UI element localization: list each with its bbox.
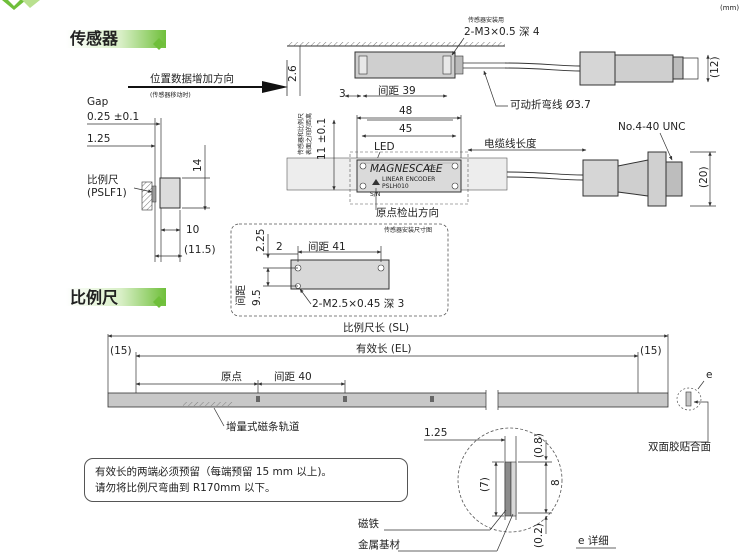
e-marker-label: e — [706, 369, 712, 381]
detail-dim-0-8: (0.8) — [533, 433, 545, 458]
mount-dim-2-25: 2.25 — [255, 229, 267, 252]
unit-label: (mm) — [720, 4, 739, 12]
detail-dim-1-25: 1.25 — [424, 427, 447, 439]
section-diamond-icon — [153, 296, 165, 308]
side-dim-10: 10 — [186, 224, 199, 236]
connector-screw-label: No.4-40 UNC — [618, 121, 685, 133]
mount-sensor-body — [290, 259, 390, 290]
direction-label: 位置数据增加方向 — [150, 72, 234, 85]
sensor-section-bar — [66, 30, 166, 48]
e-detail-marker — [676, 387, 702, 411]
detail-title: e 详细 — [578, 534, 609, 547]
scale-side-label: 比例尺 — [87, 173, 119, 186]
mount-dim-9-5: 9.5 — [251, 289, 263, 306]
margin-right-label: (15) — [640, 345, 662, 357]
detail-base — [510, 461, 517, 517]
connector-front — [647, 151, 667, 207]
dim-45: 45 — [399, 123, 412, 135]
cable-plug-front — [582, 159, 619, 197]
magnet-label: 磁铁 — [358, 517, 379, 530]
origin-label: 原点 — [221, 371, 242, 383]
corner-logo-icon — [2, 0, 40, 10]
notes-box: 有效长的两端必须预留（每端预留 15 mm 以上)。 请勿将比例尺弯曲到 R17… — [84, 458, 408, 502]
gap-label: Gap — [87, 96, 109, 108]
vertical-note-1: 传感器和比例尺 — [297, 113, 305, 155]
cable-front — [506, 171, 584, 181]
mount-dim-2: 2 — [276, 241, 283, 253]
sensor-front-view — [286, 151, 508, 205]
scale-section-title: 比例尺 — [70, 288, 118, 307]
model-text: PSLH010 — [382, 183, 409, 190]
install-header: 传感器安装用 — [468, 16, 504, 24]
side-dim-125: 1.25 — [87, 133, 110, 145]
led-label: LED — [374, 141, 395, 153]
track-label: 增量式磁条轨道 — [226, 420, 300, 433]
pitch-39-label: 间距 39 — [378, 84, 416, 97]
scale-side-model: (PSLF1) — [87, 187, 127, 199]
sensor-side-body — [159, 177, 181, 209]
sensor-body-top — [354, 51, 456, 79]
detail-dim-7: (7) — [479, 477, 491, 492]
brand-top-text: MAGNESCALE — [370, 163, 443, 175]
margin-left-label: (15) — [110, 345, 132, 357]
dim-3: 3 — [339, 88, 346, 100]
section-diamond-icon — [153, 38, 165, 50]
install-screw-label: 2-M3×0.5 深 4 — [464, 26, 540, 38]
sensor-body-front — [356, 159, 462, 193]
note-line-2: 请勿将比例尺弯曲到 R170mm 以下。 — [95, 482, 276, 494]
track-pattern — [183, 402, 233, 406]
cable-top — [504, 62, 581, 72]
vertical-note-2: 表面之间的距离 — [305, 113, 313, 155]
gap-value: 0.25 ±0.1 — [87, 111, 139, 123]
connector-top — [614, 54, 674, 83]
origin-triangle-icon — [372, 179, 380, 185]
sensor-section-title: 传感器 — [69, 29, 119, 48]
mount-header: 传感器安装尺寸图 — [384, 226, 432, 234]
dim-12: (12) — [709, 56, 721, 78]
base-label: 金属基材 — [358, 538, 400, 551]
scale-length-label: 比例尺长 (SL) — [343, 321, 409, 334]
brand-bottom-text: LINEAR ENCODER — [382, 176, 435, 183]
cable-plug-top — [579, 51, 616, 86]
mount-pitch-41: 间距 41 — [308, 240, 346, 253]
mount-screw-label: 2-M2.5×0.45 深 3 — [312, 298, 404, 310]
note-line-1: 有效长的两端必须预留（每端预留 15 mm 以上)。 — [95, 466, 332, 478]
sensor-top-view — [286, 42, 505, 96]
cable-flex-label: 可动折弯线 Ø3.7 — [510, 98, 591, 111]
scale-section-bar — [66, 288, 166, 306]
dim-20: (20) — [698, 166, 710, 188]
ce-mark: CE — [428, 165, 436, 172]
cable-length-label: 电缆线长度 — [484, 137, 537, 150]
mount-pitch-label: 间距 — [234, 285, 247, 306]
dim-48: 48 — [399, 105, 412, 117]
detail-dim-0-2: (0.2) — [533, 523, 545, 548]
detail-dim-8: 8 — [550, 479, 562, 486]
direction-sub-label: (传感器移动时) — [150, 91, 191, 99]
side-dim-14: 14 — [192, 158, 204, 172]
detail-magnet — [504, 461, 512, 517]
direction-arrow-head-icon — [262, 81, 288, 93]
sn-text: S/N — [370, 191, 380, 198]
dim-2-6: 2.6 — [287, 65, 299, 82]
pitch-40-label: 间距 40 — [274, 370, 312, 383]
effective-length-label: 有效长 (EL) — [356, 342, 412, 355]
side-view — [141, 177, 181, 211]
side-dim-11-5: (11.5) — [184, 244, 216, 256]
tape-label: 双面胶贴合面 — [648, 440, 711, 453]
origin-detect-label: 原点检出方向 — [376, 206, 439, 219]
scale-bar — [107, 390, 669, 410]
dim-11: 11 ±0.1 — [316, 118, 328, 160]
